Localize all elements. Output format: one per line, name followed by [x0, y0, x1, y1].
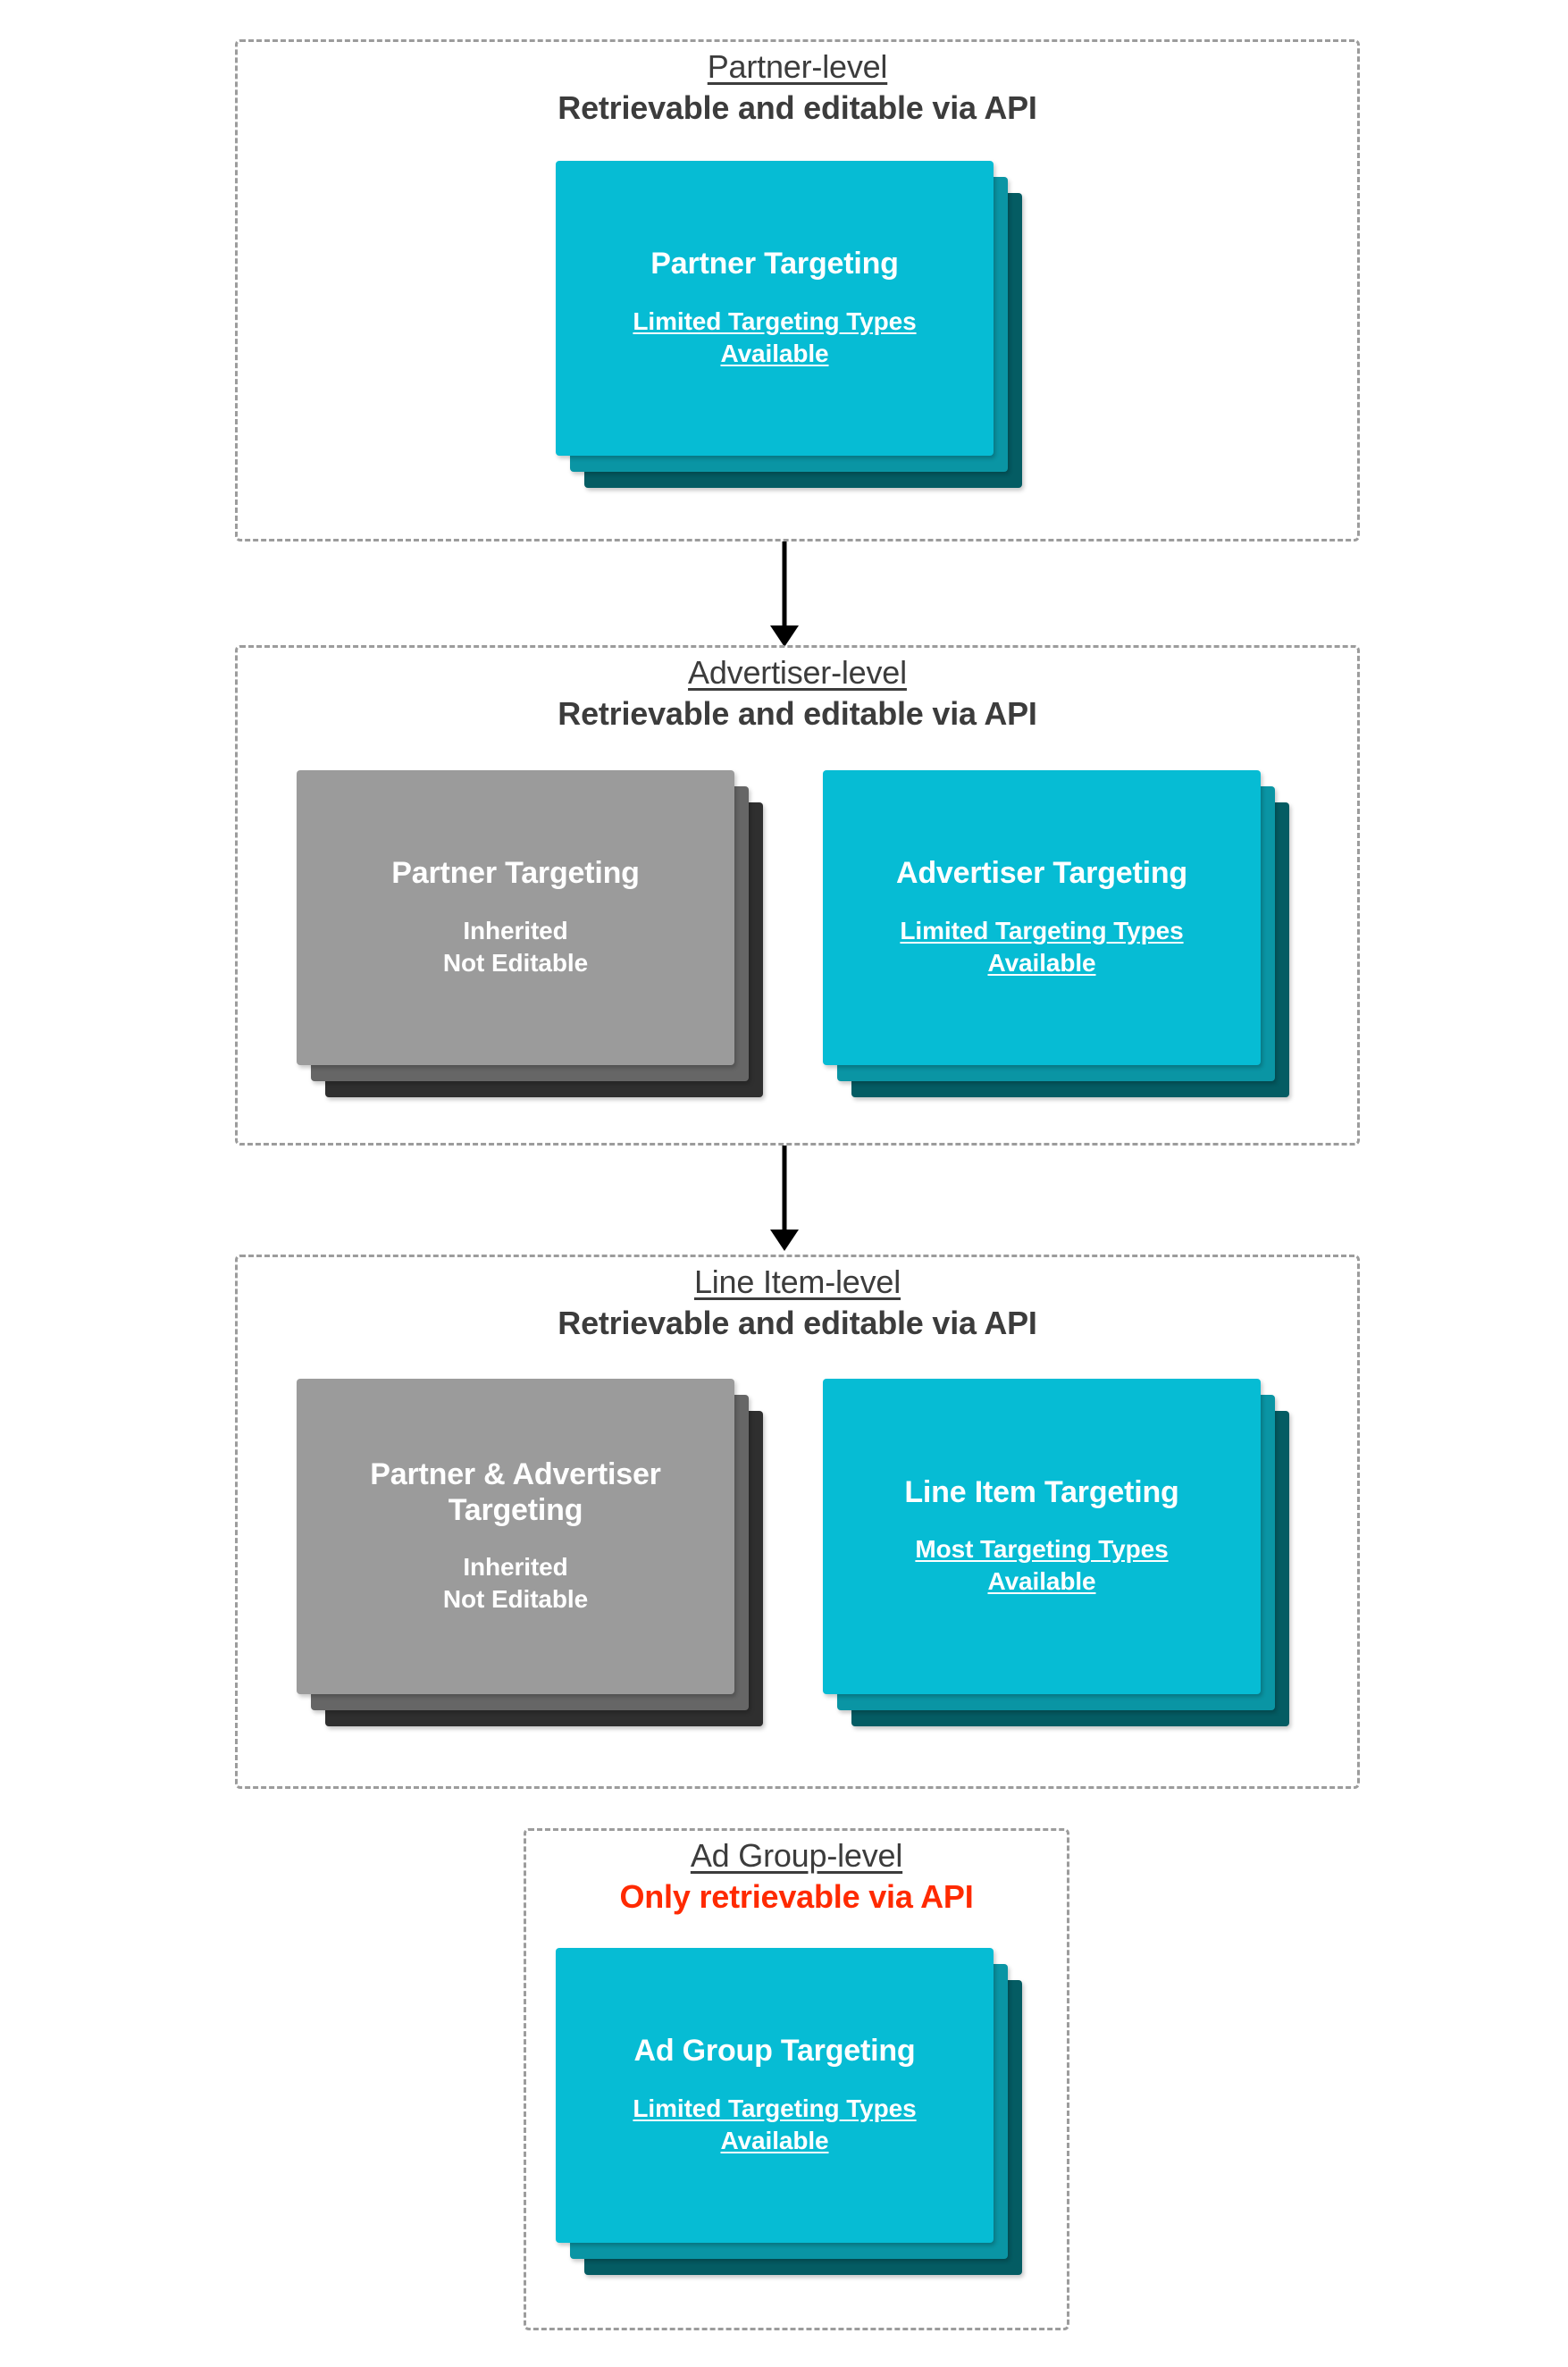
card-stack-advertiser-targeting[interactable]: Advertiser Targeting Limited Targeting T…: [823, 770, 1305, 1128]
card-title: Advertiser Targeting: [895, 856, 1187, 891]
card-inherited-partner-advertiser-targeting[interactable]: Partner & Advertiser Targeting Inherited…: [297, 1379, 734, 1694]
card-ad-group-targeting[interactable]: Ad Group Targeting Limited Targeting Typ…: [556, 1948, 994, 2243]
card-stack-line-item-targeting[interactable]: Line Item Targeting Most Targeting Types…: [823, 1379, 1305, 1763]
card-note: Limited Targeting Types Available: [633, 2094, 917, 2154]
card-advertiser-targeting[interactable]: Advertiser Targeting Limited Targeting T…: [823, 770, 1261, 1065]
card-title: Ad Group Targeting: [633, 2034, 916, 2069]
level-box-ad-group: [524, 1828, 1069, 2330]
connector-partner-to-advertiser: [762, 541, 807, 647]
card-note: Inherited Not Editable: [442, 916, 589, 977]
card-note: Limited Targeting Types Available: [900, 916, 1184, 977]
card-stack-partner-targeting[interactable]: Partner Targeting Limited Targeting Type…: [556, 161, 1038, 500]
level-box-partner: [235, 39, 1360, 541]
card-line-item-targeting[interactable]: Line Item Targeting Most Targeting Types…: [823, 1379, 1261, 1694]
card-title: Partner Targeting: [391, 856, 640, 891]
card-title: Line Item Targeting: [904, 1474, 1179, 1509]
connector-line: [782, 1146, 787, 1231]
card-stack-inherited-partner-advertiser-targeting[interactable]: Partner & Advertiser Targeting Inherited…: [297, 1379, 779, 1763]
card-note: Most Targeting Types Available: [915, 1535, 1169, 1596]
connector-line: [782, 541, 787, 627]
level-box-line-item: [235, 1255, 1360, 1789]
card-stack-ad-group-targeting[interactable]: Ad Group Targeting Limited Targeting Typ…: [556, 1948, 1038, 2287]
card-stack-inherited-partner-targeting[interactable]: Partner Targeting Inherited Not Editable: [297, 770, 779, 1128]
card-inherited-partner-targeting[interactable]: Partner Targeting Inherited Not Editable: [297, 770, 734, 1065]
card-title: Partner Targeting: [650, 247, 899, 281]
level-box-advertiser: [235, 645, 1360, 1146]
connector-arrowhead: [770, 625, 799, 647]
card-note: Limited Targeting Types Available: [633, 306, 917, 367]
connector-advertiser-to-line-item: [762, 1146, 807, 1251]
card-title: Partner & Advertiser Targeting: [370, 1457, 661, 1527]
connector-arrowhead: [770, 1230, 799, 1251]
card-partner-targeting[interactable]: Partner Targeting Limited Targeting Type…: [556, 161, 994, 456]
card-note: Inherited Not Editable: [442, 1553, 589, 1613]
